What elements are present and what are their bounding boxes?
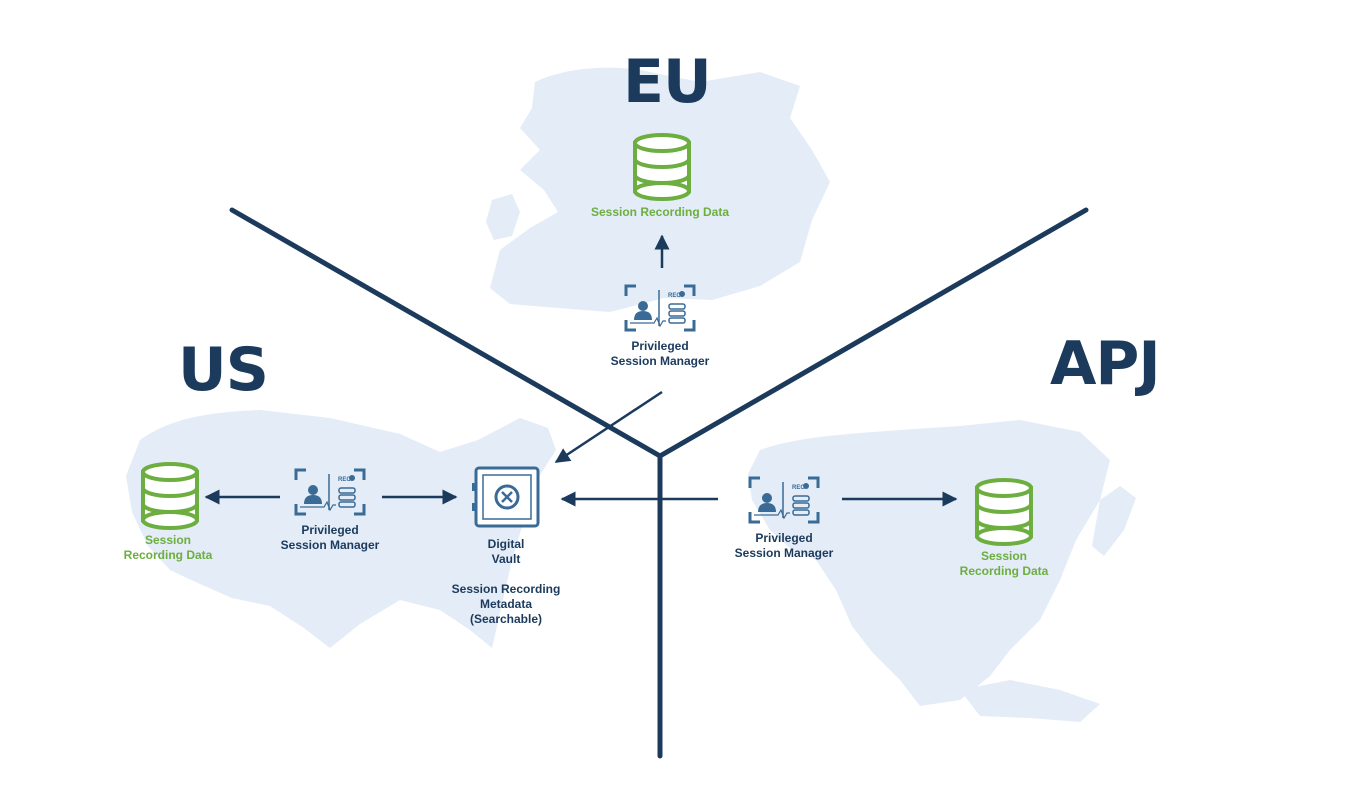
eu-rec-label: REC bbox=[668, 293, 681, 299]
us-map bbox=[126, 410, 556, 648]
scandinavia-map bbox=[590, 82, 660, 150]
japan-map bbox=[1092, 486, 1136, 556]
us-rec-label: REC bbox=[338, 477, 351, 483]
apj-session-recording-data-label: Session Recording Data bbox=[959, 549, 1049, 578]
apj-rec-label: REC bbox=[792, 485, 805, 491]
region-label-us: US bbox=[178, 335, 269, 405]
us-session-recording-data-label: Session Recording Data bbox=[123, 533, 213, 562]
uk-map bbox=[486, 194, 520, 240]
region-label-eu: EU bbox=[623, 47, 712, 117]
flow-arrows bbox=[204, 234, 958, 507]
apj-psm-label: Privileged Session Manager bbox=[734, 531, 834, 560]
eu-database-icon bbox=[633, 133, 691, 201]
vault-label: Digital Vault bbox=[487, 537, 525, 566]
vault-metadata-label: Session Recording Metadata (Searchable) bbox=[451, 582, 561, 626]
map-background bbox=[126, 67, 1136, 722]
region-label-apj: APJ bbox=[1050, 329, 1161, 399]
divider-right bbox=[657, 207, 1089, 459]
southeast-asia-islands-map bbox=[960, 680, 1100, 722]
eu-session-recording-data-label: Session Recording Data bbox=[590, 205, 730, 219]
us-database-icon bbox=[141, 462, 199, 530]
us-psm-label: Privileged Session Manager bbox=[280, 523, 380, 552]
vault-icon bbox=[472, 466, 540, 528]
apj-database-icon bbox=[975, 478, 1033, 546]
eu-psm-label: Privileged Session Manager bbox=[610, 339, 710, 368]
asia-map bbox=[748, 420, 1110, 706]
divider-left bbox=[229, 207, 663, 459]
region-dividers bbox=[229, 207, 1089, 759]
arrow-eu-psm-to-vault bbox=[554, 390, 663, 464]
